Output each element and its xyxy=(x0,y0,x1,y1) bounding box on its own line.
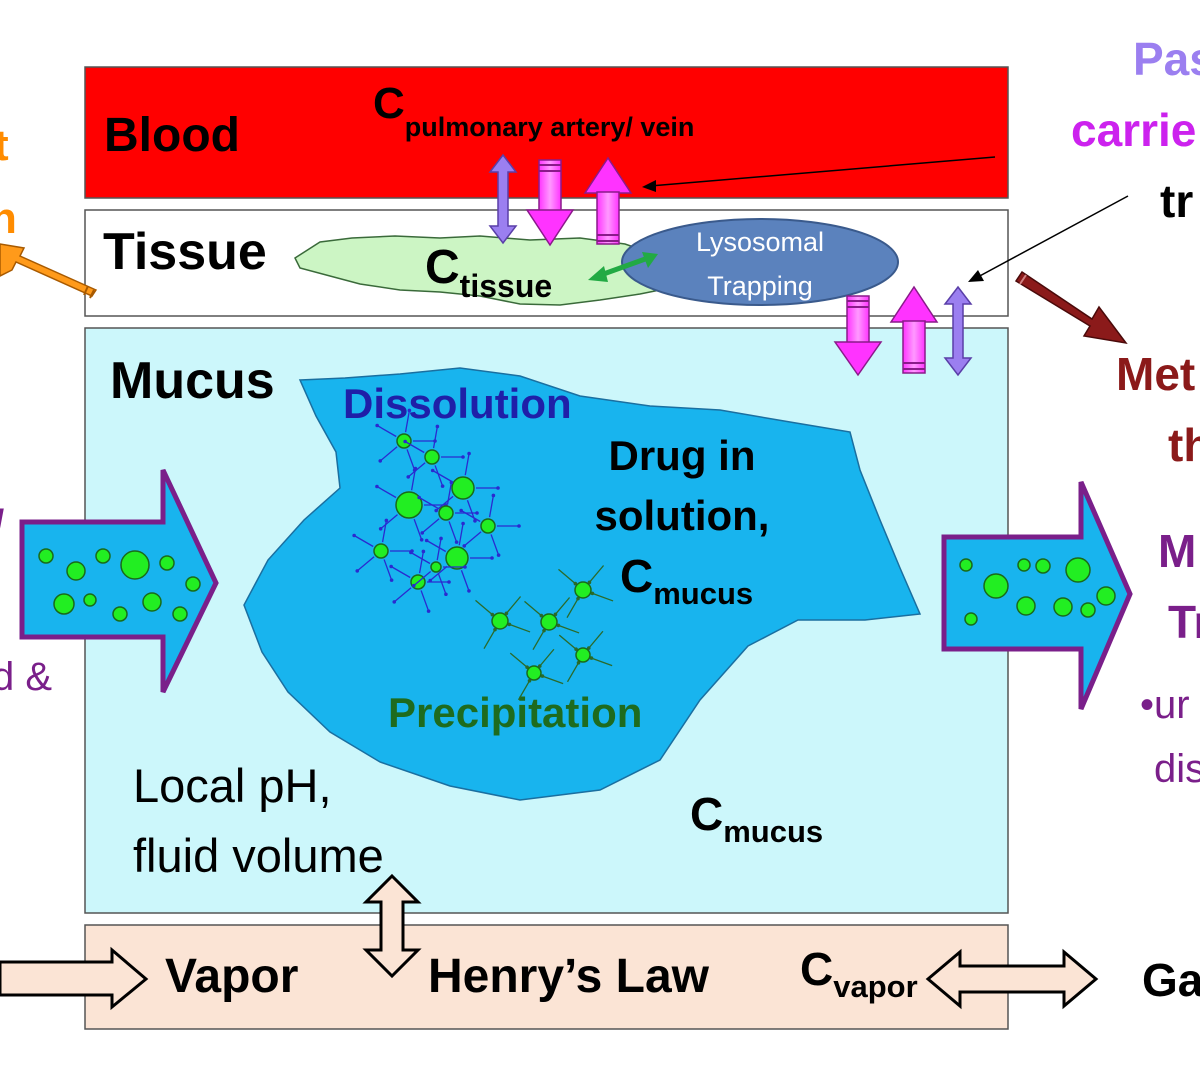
inflow-big-arrow xyxy=(19,468,219,694)
particle xyxy=(558,565,614,619)
transport-arrow-down-2 xyxy=(833,295,883,377)
dissolution-label: Dissolution xyxy=(343,380,572,427)
particle xyxy=(424,521,494,593)
particle xyxy=(375,466,448,542)
vapor-left-double-arrow xyxy=(0,946,149,1011)
edge-left-mid-1: / xyxy=(0,501,4,550)
particle xyxy=(524,597,580,651)
c-mucus-label: Cmucus xyxy=(690,788,823,849)
vapor-label: Vapor xyxy=(165,950,298,1003)
vapor-layer xyxy=(84,924,1009,1030)
particle xyxy=(417,480,479,544)
lysosomal-line2: Trapping xyxy=(707,271,813,301)
edge-right-mid-2: th xyxy=(1168,419,1200,471)
particle xyxy=(475,596,531,650)
c-tissue-label: Ctissue xyxy=(425,241,552,304)
tissue-label: Tissue xyxy=(103,223,267,281)
particle xyxy=(509,648,564,701)
drug-solution-line1: Drug in xyxy=(609,432,756,479)
edge-right-low-3: •ur xyxy=(1140,683,1190,727)
edge-right-top-2: carrie xyxy=(1071,104,1196,156)
henrys-law-label: Henry’s Law xyxy=(428,950,710,1003)
transport-arrow-down-1 xyxy=(525,159,575,247)
blood-label: Blood xyxy=(104,109,240,162)
annotation-line-tissue xyxy=(968,195,1129,282)
particle xyxy=(352,518,414,582)
edge-right-mid-1: Met xyxy=(1116,348,1195,400)
edge-right-top-1: Pas xyxy=(1133,33,1200,85)
lysosomal-line1: Lysosomal xyxy=(696,227,824,257)
local-ph-line1: Local pH, xyxy=(133,759,332,812)
lysosomal-exchange-arrow xyxy=(588,252,658,282)
orange-absorption-arrow xyxy=(0,243,98,299)
edge-left-mid-2: d & xyxy=(0,655,52,699)
edge-right-low-2: Tr xyxy=(1168,596,1200,648)
passive-double-arrow-2 xyxy=(943,285,973,377)
vapor-right-double-arrow xyxy=(925,948,1099,1010)
edge-left-top-2: n xyxy=(0,194,17,243)
precipitation-particles xyxy=(475,565,614,701)
metabolism-arrow xyxy=(1014,270,1128,345)
c-vapor-label: Cvapor xyxy=(800,943,918,1004)
drug-solution-line2: solution, xyxy=(595,492,770,539)
particle xyxy=(558,630,613,683)
edge-right-bottom: Ga xyxy=(1142,954,1200,1006)
tissue-mucus-transport xyxy=(833,285,973,377)
henrys-law-vertical-arrow xyxy=(362,873,422,979)
annotation-line-blood xyxy=(642,156,996,192)
inflow-particles xyxy=(38,548,201,622)
particle xyxy=(403,424,465,488)
c-blood-label: Cpulmonary artery/ vein xyxy=(373,79,694,142)
edge-right-low-1: M xyxy=(1158,525,1196,577)
edge-right-top-3: tr xyxy=(1160,175,1193,227)
local-ph-line2: fluid volume xyxy=(133,829,384,882)
particle xyxy=(459,493,521,557)
mucus-label: Mucus xyxy=(110,352,275,410)
blood-tissue-transport xyxy=(488,153,633,247)
passive-double-arrow-1 xyxy=(488,153,518,245)
outflow-big-arrow xyxy=(941,480,1133,710)
edge-right-low-4: dis xyxy=(1154,747,1200,791)
transport-arrow-up-2 xyxy=(889,285,939,374)
dissolution-particles xyxy=(352,408,521,613)
precipitation-label: Precipitation xyxy=(388,689,642,736)
transport-arrow-up-1 xyxy=(583,156,633,245)
particle xyxy=(409,536,467,597)
outflow-particles xyxy=(959,557,1116,626)
lysosomal-ellipse xyxy=(621,218,899,306)
c-mucus-solution-label: Cmucus xyxy=(620,550,753,611)
edge-left-top-1: t xyxy=(0,121,9,170)
